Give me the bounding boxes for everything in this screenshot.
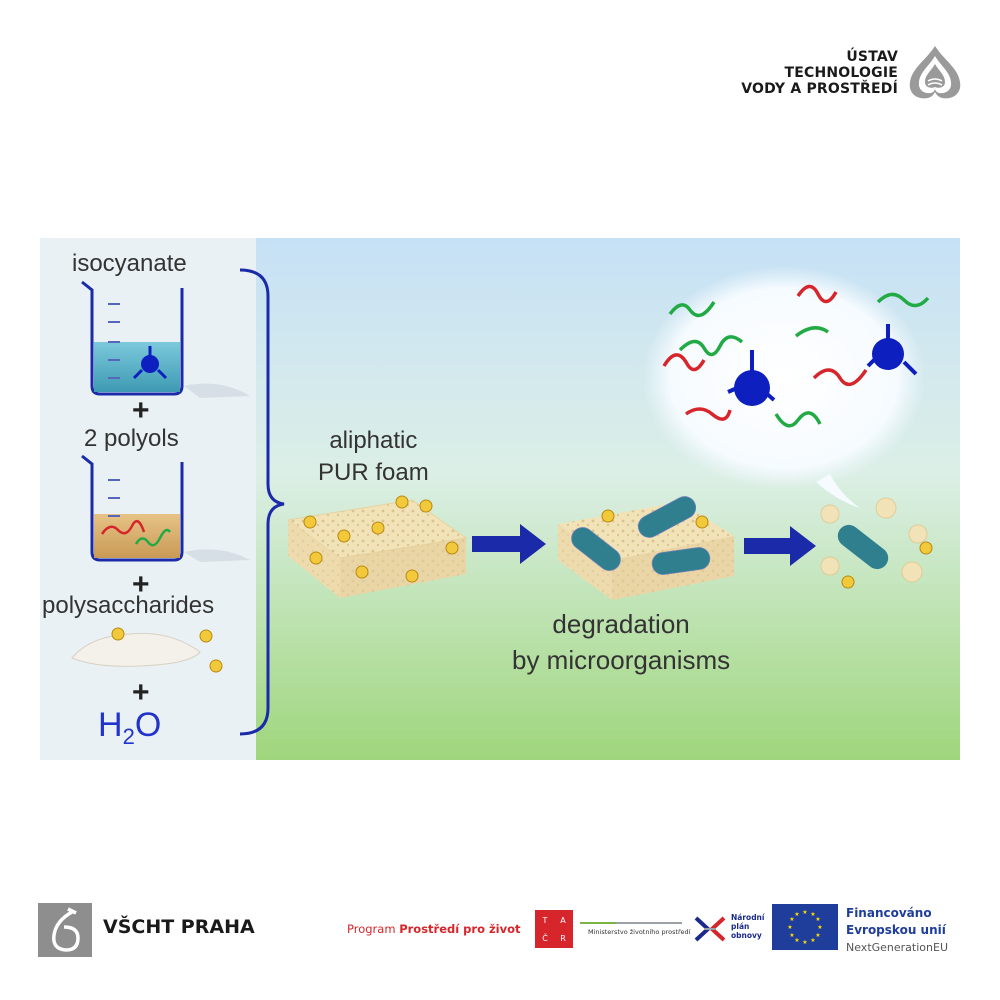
- arrow-right-icon: [744, 526, 816, 566]
- water-label-o: O: [134, 706, 162, 744]
- tacr-letter: T: [542, 916, 548, 925]
- degradation-products-cloud: [642, 266, 926, 508]
- program-text: Program Prostředí pro život: [347, 922, 521, 936]
- eu-line-2: Evropskou unií: [846, 923, 946, 937]
- water-label-sub: 2: [122, 723, 135, 749]
- npo-text: Národní plán obnovy: [731, 913, 764, 940]
- vscht-logo-icon: [38, 903, 92, 957]
- degradation-label-line-1: degradation: [552, 609, 690, 639]
- svg-text:★: ★: [794, 937, 799, 944]
- npo-line-3: obnovy: [731, 931, 762, 940]
- svg-text:★: ★: [802, 909, 807, 916]
- pur-foam-label-line-2: PUR foam: [318, 459, 429, 486]
- institute-line-2: TECHNOLOGIE: [784, 65, 898, 81]
- svg-text:★: ★: [815, 916, 820, 923]
- tacr-letter: A: [560, 916, 566, 925]
- eu-funding-text: Financováno Evropskou unií NextGeneratio…: [846, 905, 948, 956]
- tacr-letter: Č: [542, 934, 548, 943]
- isocyanate-label: isocyanate: [72, 250, 187, 277]
- npo-line-1: Národní: [731, 913, 765, 922]
- plus-sign: +: [132, 568, 150, 601]
- polymer-fragments-icon: [662, 284, 930, 428]
- polysaccharide-powder-icon: [71, 627, 223, 673]
- svg-text:★: ★: [802, 939, 807, 946]
- pur-foam-block-icon: [286, 495, 468, 598]
- npo-line-2: plán: [731, 922, 750, 931]
- svg-text:★: ★: [789, 916, 794, 923]
- npo-logo-icon: [694, 916, 726, 942]
- pur-foam-label-line-1: aliphatic: [329, 427, 418, 454]
- svg-text:★: ★: [810, 937, 815, 944]
- program-name: Prostředí pro život: [399, 922, 521, 936]
- tacr-letter: R: [560, 934, 566, 943]
- degradation-label: degradation by microorganisms: [512, 606, 730, 678]
- svg-text:★: ★: [810, 911, 815, 918]
- water-label: H2O: [98, 706, 161, 750]
- degradation-label-line-2: by microorganisms: [512, 645, 731, 675]
- plus-sign: +: [132, 394, 150, 427]
- vscht-name: VŠCHT PRAHA: [103, 916, 255, 938]
- svg-text:★: ★: [789, 932, 794, 939]
- svg-text:★: ★: [787, 924, 792, 931]
- svg-text:★: ★: [794, 911, 799, 918]
- ingredients-bracket: [239, 268, 285, 736]
- ingredients-panel: [40, 238, 256, 760]
- polyols-beaker-icon: [81, 454, 250, 562]
- pur-foam-label: aliphatic PUR foam: [318, 425, 429, 489]
- tacr-logo-icon: T A Č R: [535, 910, 573, 948]
- eu-flag-icon: ★ ★ ★ ★ ★ ★ ★ ★ ★ ★ ★ ★: [772, 904, 838, 950]
- mzp-text: Ministerstvo životního prostředí: [588, 928, 691, 936]
- water-drop-logo-icon: [909, 46, 961, 99]
- bacterium-icon: [571, 496, 711, 575]
- mzp-logo-icon: [580, 922, 682, 924]
- eu-line-3: NextGenerationEU: [846, 941, 948, 954]
- polysaccharides-label: polysaccharides: [42, 592, 215, 619]
- water-label-h: H: [98, 706, 123, 744]
- institute-line-3: VODY A PROSTŘEDÍ: [741, 81, 898, 97]
- program-prefix: Program: [347, 922, 400, 936]
- svg-text:★: ★: [815, 932, 820, 939]
- isocyanate-beaker-icon: [81, 280, 250, 398]
- svg-text:★: ★: [817, 924, 822, 931]
- fragmented-foam-icon: [820, 497, 933, 589]
- institute-line-1: ÚSTAV: [846, 49, 898, 65]
- polyols-label: 2 polyols: [84, 425, 179, 452]
- pur-foam-degradation-diagram: [40, 238, 960, 760]
- arrow-right-icon: [472, 524, 546, 564]
- institute-name: ÚSTAV TECHNOLOGIE VODY A PROSTŘEDÍ: [741, 49, 898, 97]
- plus-sign: +: [132, 676, 150, 709]
- eu-line-1: Financováno: [846, 906, 932, 920]
